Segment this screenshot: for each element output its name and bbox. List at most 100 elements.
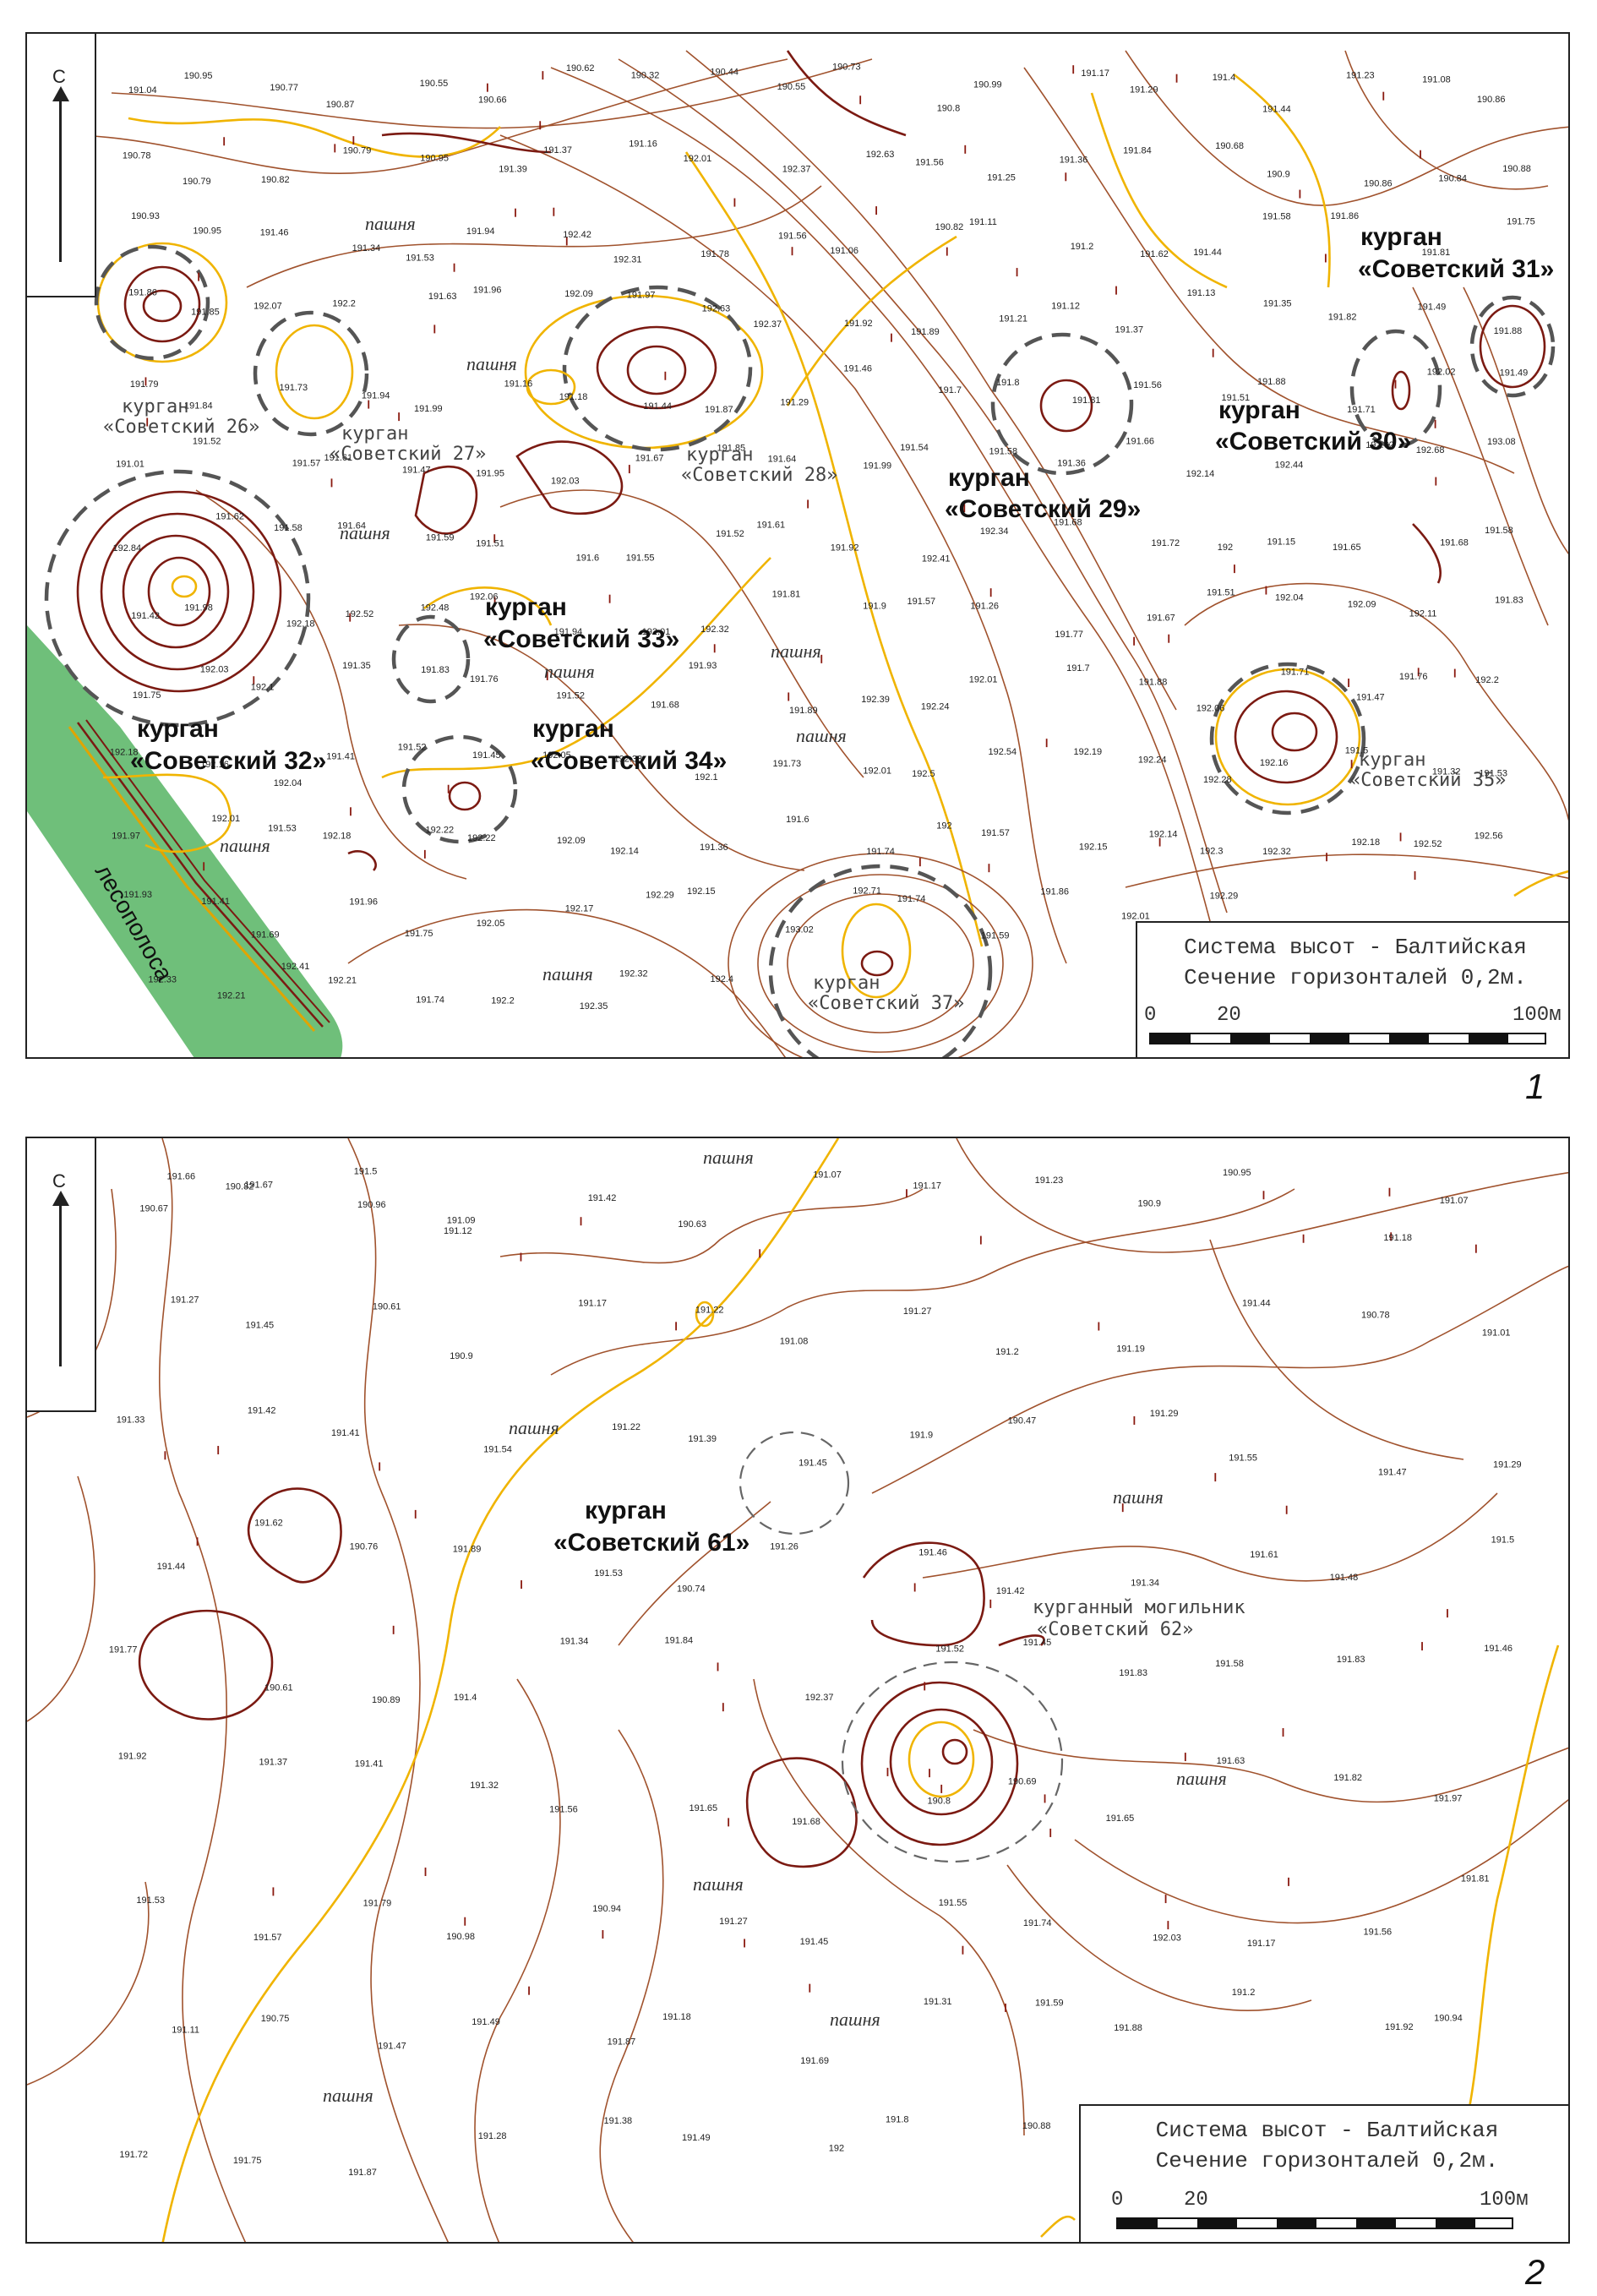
elevation-mark: 192.16 [1260,758,1289,768]
elevation-mark: 192.34 [980,526,1009,537]
elevation-mark: 192.5 [912,769,935,779]
contour-line [347,908,787,1057]
elevation-mark: 191.41 [201,897,230,907]
elevation-mark: 191.45 [800,1937,829,1947]
contour-line [1391,370,1411,411]
svg-text:«Советский 33»: «Советский 33» [483,625,679,653]
elevation-mark: 191.88 [1139,678,1168,688]
contour-line [786,50,907,137]
elevation-mark: 191.4 [454,1693,477,1703]
elevation-mark: 191.2 [1232,1988,1256,1998]
elevation-mark: 191.57 [292,459,321,469]
elevation-mark: 190.87 [326,100,355,110]
elevation-mark: 191.15 [1267,537,1296,547]
contour-line [195,489,467,880]
elevation-mark: 192.68 [1416,445,1445,455]
contour-line [76,490,282,693]
kurgan-boundary-33 [391,614,471,704]
contour-line-index [161,1138,840,2242]
contour-line [550,67,1211,922]
field-label: пашня [323,2085,373,2106]
elevation-mark: 190.47 [1008,1416,1037,1426]
elevation-mark: 191.36 [1060,155,1088,165]
elevation-mark: 191.86 [128,287,157,297]
contour-line [1209,1239,1464,1460]
elevation-mark: 192.4 [711,974,734,984]
elevation-mark: 191.34 [352,243,381,254]
elevation-mark: 191.44 [157,1562,186,1572]
elevation-mark: 193.02 [785,925,814,935]
elevation-mark: 193.08 [1487,437,1516,447]
elevation-mark: 191.85 [717,444,746,454]
elevation-mark: 192.42 [563,230,591,240]
contour-line [860,950,894,977]
elevation-mark: 191.29 [1130,85,1158,95]
contour-line [347,850,377,871]
elevation-labels: 191.04190.95190.77190.87190.55190.66190.… [110,63,1535,1012]
kurgan-boundary-27 [253,310,369,437]
contour-line [499,134,1067,964]
elevation-mark: 191.74 [897,894,926,904]
scale-label-0: 0 [1144,1004,1157,1027]
elevation-mark: 190.32 [631,71,660,81]
scale-label-100: 100м [1513,1004,1562,1027]
elevation-mark: 191.26 [770,1542,798,1552]
elevation-mark: 190.61 [264,1683,293,1693]
elevation-mark: 192.01 [1121,912,1150,922]
kurgan-header-30: курган «Советский 30» [1215,396,1411,455]
elevation-mark: 191.97 [1434,1794,1463,1804]
contour-line [941,1738,968,1765]
elevation-mark: 191.54 [900,443,929,453]
elevation-mark: 191.49 [682,2133,711,2143]
elevation-mark: 191.11 [172,2026,199,2036]
elevation-mark: 191.27 [171,1295,199,1306]
elevation-mark: 191.23 [1035,1175,1064,1186]
elevation-mark: 191.26 [970,602,999,612]
contour-line [123,265,201,343]
elevation-mark: 190.62 [566,63,595,74]
svg-text:«Советский 30»: «Советский 30» [1215,428,1411,455]
contour-line [862,1541,985,1647]
elevation-mark: 190.86 [1364,179,1393,189]
elevation-mark: 190.75 [261,2014,290,2024]
elevation-mark: 191.83 [1119,1668,1147,1678]
contour-line [246,185,822,288]
elevation-mark: 191.45 [798,1459,827,1469]
elevation-mark: 191.32 [470,1781,499,1791]
elevation-mark: 192.32 [700,624,729,635]
elevation-mark: 192.22 [426,826,455,836]
scale-label-100: 100м [1480,2189,1529,2211]
elevation-mark: 192.2 [491,995,515,1006]
elevation-mark: 191.34 [560,1637,589,1647]
elevation-mark: 191.89 [789,706,818,716]
contour-line [1412,286,1549,626]
elevation-mark: 192.3 [1200,847,1224,857]
elevation-mark: 191.41 [326,751,355,761]
elevation-mark: 191.6 [576,554,600,564]
kurgan-boundary-29 [990,332,1134,476]
elevation-mark: 191.5 [354,1167,378,1177]
svg-text:курган: курган [1360,223,1442,251]
svg-text:курган: курган [813,973,880,994]
elevation-mark: 191.62 [215,512,244,522]
contour-line-index [684,151,984,947]
contour-line-index [423,586,553,626]
elevation-mark: 191.74 [1023,1918,1052,1928]
svg-text:курган: курган [1359,750,1425,771]
elevation-mark: 192.21 [328,976,357,986]
elevation-mark: 192.14 [1149,830,1178,840]
elevation-mark: 191.64 [768,455,797,465]
elevation-mark: 192.29 [646,890,674,900]
contour-line [1074,1798,1568,1924]
elevation-mark: 191.53 [136,1895,165,1906]
elevation-mark: 190.95 [1223,1168,1251,1178]
elevation-mark: 191.83 [421,665,450,675]
scale-label-0: 0 [1111,2189,1124,2211]
elevation-mark: 191.99 [414,404,443,414]
kurgan-boundary-35 [1209,662,1366,815]
elevation-mark: 191.67 [244,1181,273,1191]
elevation-mark: 191.99 [864,461,892,472]
elevation-mark: 191.95 [476,469,504,479]
elevation-mark: 191.44 [1193,248,1222,258]
svg-text:«Советский 32»: «Советский 32» [130,747,326,775]
